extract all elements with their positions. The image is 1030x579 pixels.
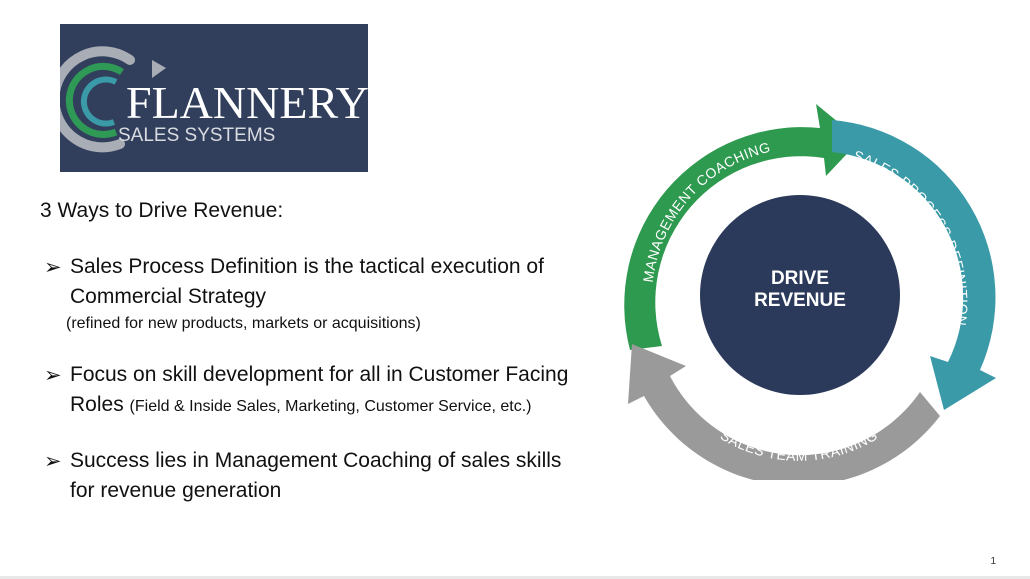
bullet-text: Sales Process Definition is the tactical… [70,255,544,308]
company-logo: FLANNERY SALES SYSTEMS [60,24,368,172]
logo-name: FLANNERY [126,77,368,128]
bullet-note: (refined for new products, markets or ac… [66,315,421,332]
logo-tagline: SALES SYSTEMS [118,125,275,146]
bullet-item: ➢ Focus on skill development for all in … [40,360,580,422]
arrow-bullet-icon: ➢ [44,364,62,387]
center-circle [700,195,900,395]
center-label-line2: REVENUE [754,290,846,311]
segment-training [628,344,940,486]
center-label-line1: DRIVE [771,268,829,289]
arrow-bullet-icon: ➢ [44,256,62,279]
bullet-note: (Field & Inside Sales, Marketing, Custom… [129,398,532,415]
logo-graphic: FLANNERY SALES SYSTEMS [60,46,368,153]
bullet-text-with-note: Focus on skill development for all in Cu… [70,360,580,422]
bullet-item: ➢ Sales Process Definition is the tactic… [40,252,580,336]
page-number: 1 [990,556,996,567]
bottom-divider [0,576,1030,579]
bullet-item: ➢ Success lies in Management Coaching of… [40,446,580,506]
main-content: 3 Ways to Drive Revenue: ➢ Sales Process… [40,196,580,530]
bullet-text: Focus on skill development for all in Cu… [70,363,569,416]
cycle-graphic: MANAGEMENT COACHING AND REINFORCEMENT SA… [624,104,996,486]
arrow-bullet-icon: ➢ [44,450,62,473]
revenue-cycle-diagram: MANAGEMENT COACHING AND REINFORCEMENT SA… [600,100,1000,486]
bullet-text: Success lies in Management Coaching of s… [70,449,562,502]
slide-heading: 3 Ways to Drive Revenue: [40,199,284,222]
segment-process [832,120,996,410]
